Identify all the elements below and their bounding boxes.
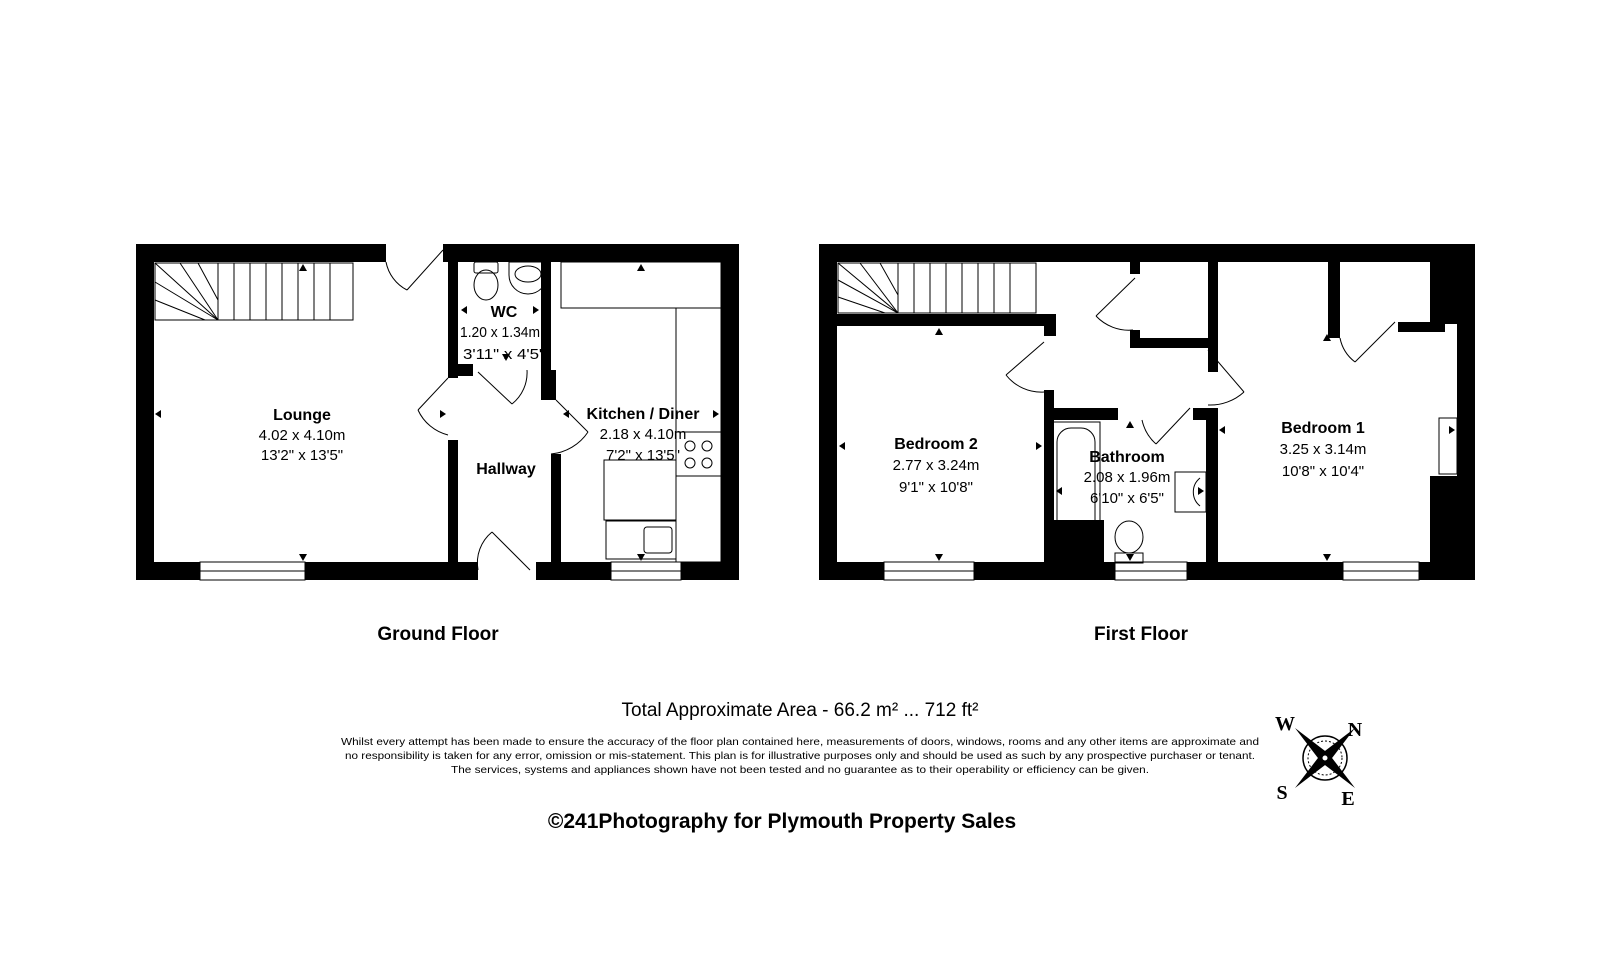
bedroom1-metric: 3.25 x 3.14m: [1280, 441, 1367, 458]
first-floor-doors: [1005, 277, 1396, 445]
hob: [675, 431, 722, 477]
compass-west: W: [1275, 713, 1295, 735]
lounge-metric: 4.02 x 4.10m: [259, 427, 346, 444]
bath: [1051, 421, 1101, 541]
kitchen-counter-left: [603, 459, 677, 521]
total-area: Total Approximate Area - 66.2 m² ... 712…: [622, 700, 979, 721]
bedroom2-metric: 2.77 x 3.24m: [893, 457, 980, 474]
wc-cistern: [473, 261, 499, 274]
kitchen-name: Kitchen / Diner: [587, 406, 700, 423]
ground-floor-plan: Lounge 4.02 x 4.10m 13'2" x 13'5" WC 1.2…: [136, 244, 739, 645]
ground-floor-walls: [136, 244, 739, 580]
disclaimer-line-3: The services, systems and appliances sho…: [451, 764, 1149, 776]
bedroom2-imperial: 9'1" x 10'8": [899, 479, 973, 496]
first-floor-stairs: [837, 262, 1037, 314]
disclaimer-line-2: no responsibility is taken for any error…: [345, 750, 1255, 762]
disclaimer-line-1: Whilst every attempt has been made to en…: [341, 736, 1259, 748]
first-floor-arrows: [839, 328, 1455, 561]
first-floor-plan: Bedroom 2 2.77 x 3.24m 9'1" x 10'8" Bath…: [819, 244, 1475, 645]
lounge-imperial: 13'2" x 13'5": [261, 447, 343, 464]
bathroom-metric: 2.08 x 1.96m: [1084, 469, 1171, 486]
bathroom-toilet: [1114, 520, 1144, 554]
kitchen-counter-top: [560, 261, 722, 309]
wc-imperial: 3'11" x 4'5": [463, 346, 545, 363]
bedroom1-name: Bedroom 1: [1281, 420, 1365, 437]
bedroom2-name: Bedroom 2: [894, 436, 978, 453]
compass-east: E: [1341, 788, 1354, 810]
ground-floor-fixtures: [473, 261, 722, 563]
wc-basin: [508, 261, 548, 295]
ground-floor-arrows: [155, 264, 719, 561]
wc-name: WC: [491, 304, 518, 321]
first-floor-windows: [883, 417, 1458, 581]
bathroom-name: Bathroom: [1089, 449, 1165, 466]
compass-north: N: [1348, 719, 1363, 741]
bathroom-basin: [1174, 471, 1207, 513]
photography-credit: ©241Photography for Plymouth Property Sa…: [548, 810, 1016, 833]
ground-floor-windows: [199, 561, 682, 581]
bathroom-imperial: 6'10" x 6'5": [1090, 490, 1164, 507]
hallway-name: Hallway: [476, 461, 536, 478]
first-floor-fixtures: [1051, 421, 1207, 564]
ground-floor-stairs: [154, 262, 354, 321]
compass-south: S: [1276, 782, 1287, 804]
kitchen-metric: 2.18 x 4.10m: [600, 426, 687, 443]
ground-floor-label: Ground Floor: [377, 624, 499, 645]
lounge-name: Lounge: [273, 407, 331, 424]
bedroom1-imperial: 10'8" x 10'4": [1282, 463, 1364, 480]
ground-floor-doors: [385, 249, 589, 571]
first-floor-label: First Floor: [1094, 624, 1189, 645]
wc-metric: 1.20 x 1.34m: [460, 324, 540, 341]
compass-rose-icon: W N S E: [1275, 713, 1363, 810]
toilet-bowl: [473, 269, 499, 301]
kitchen-imperial: 7'2" x 13'5": [606, 447, 680, 464]
first-floor-walls: [819, 244, 1475, 580]
